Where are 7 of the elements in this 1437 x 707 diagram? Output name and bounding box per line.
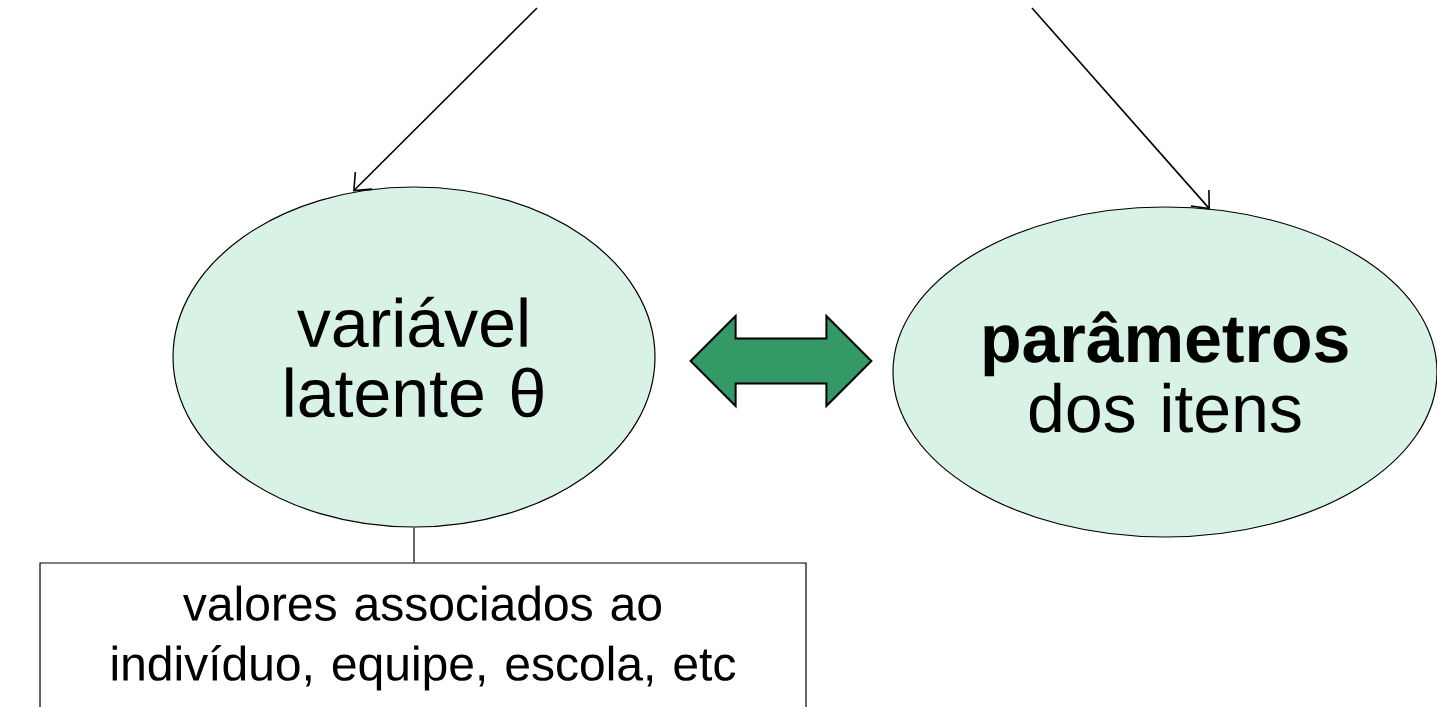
ellipse-node: variável latente θ (172, 186, 656, 528)
connector-line (413, 527, 415, 563)
text-box: valores associados ao indivíduo, equipe, escola, etc (39, 562, 807, 707)
arrow (353, 7, 538, 192)
double-arrow (689, 313, 873, 409)
arrow (1031, 7, 1210, 210)
ellipse-node: parâmetros dos itens (892, 206, 1437, 538)
